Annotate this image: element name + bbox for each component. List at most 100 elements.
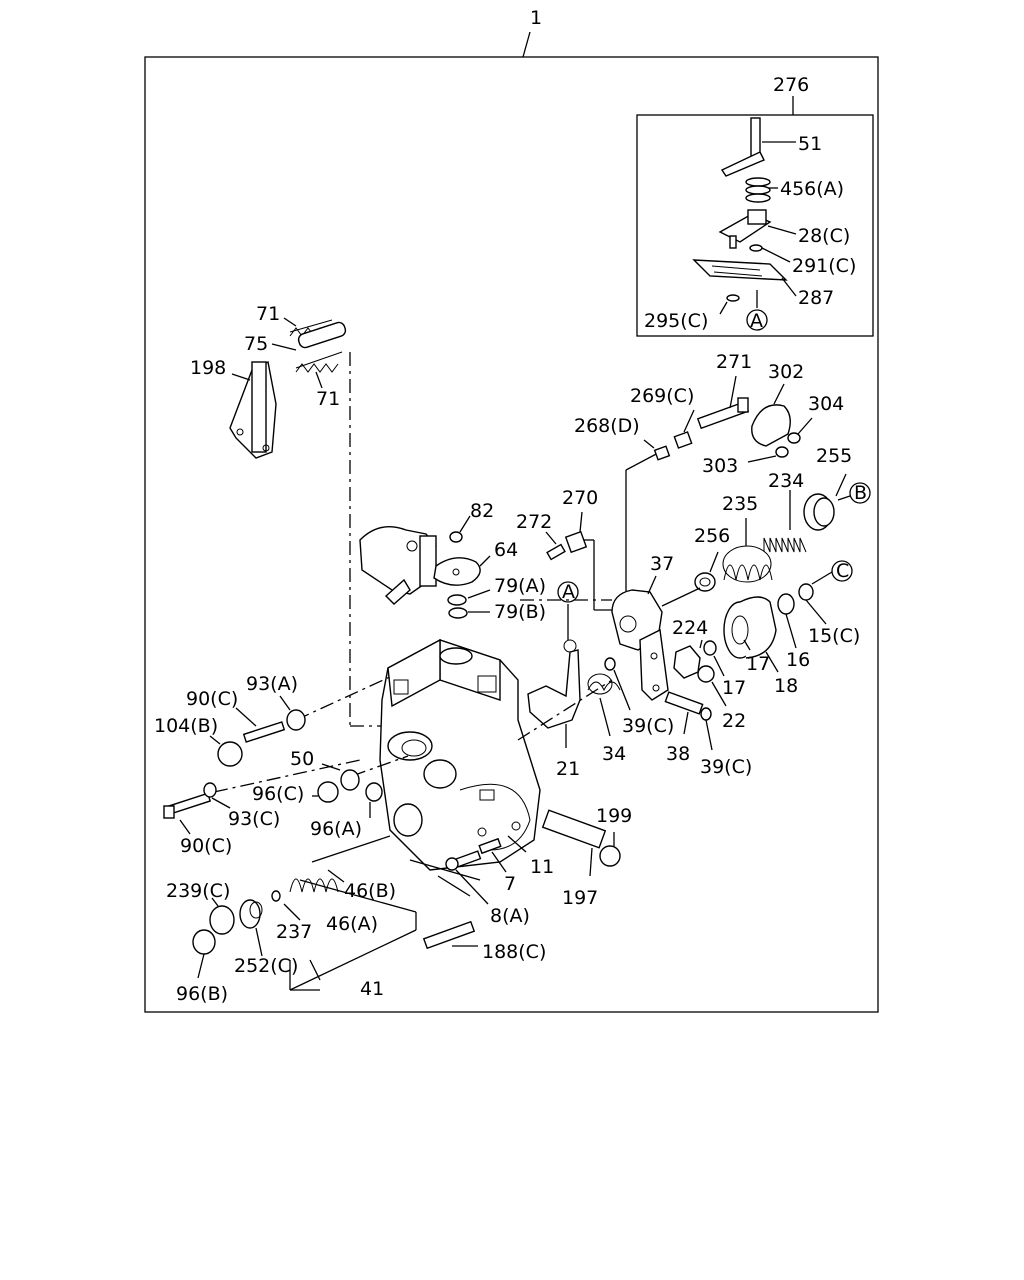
cap-96b: [192, 929, 216, 955]
bolt-8a: [445, 850, 482, 871]
callout-239c: 239(C): [166, 880, 230, 902]
callout-b: B: [854, 482, 867, 504]
lever-assembly: [359, 526, 437, 605]
stud-188c: [422, 920, 476, 950]
inset-plate-287: [692, 259, 788, 281]
callout-96a: 96(A): [310, 818, 362, 840]
callout-93a: 93(A): [246, 673, 298, 695]
callout-198: 198: [190, 357, 226, 379]
callout-28c: 28(C): [798, 225, 850, 247]
plug-96a: [365, 782, 383, 802]
ring-17: [703, 640, 717, 656]
callout-15c: 15(C): [808, 625, 860, 647]
bushing-255: [803, 493, 835, 531]
nut-93a: [286, 709, 306, 731]
plug-239c: [209, 905, 235, 935]
callout-51: 51: [798, 133, 822, 155]
callout-234: 234: [768, 470, 804, 492]
callout-90c-lower: 90(C): [180, 835, 232, 857]
screw-271: [696, 397, 750, 430]
callout-252c: 252(C): [234, 955, 298, 977]
callout-302: 302: [768, 361, 804, 383]
inset-shaft-lever-51: [720, 117, 765, 177]
callout-16: 16: [786, 649, 810, 671]
callout-7: 7: [504, 873, 516, 895]
bracket-21: [527, 639, 581, 729]
reference-marker-b: [849, 482, 871, 504]
assembly-leader: [522, 31, 531, 58]
callout-199: 199: [596, 805, 632, 827]
callout-46a: 46(A): [326, 913, 378, 935]
callout-79a: 79(A): [494, 575, 546, 597]
reference-marker-a-main: [557, 581, 579, 603]
fitting-224: [673, 645, 701, 679]
callout-71-lower: 71: [316, 388, 340, 410]
callout-256: 256: [694, 525, 730, 547]
callout-18: 18: [774, 675, 798, 697]
washer-79a: [447, 594, 467, 606]
callout-41: 41: [360, 978, 384, 1000]
callout-303: 303: [702, 455, 738, 477]
spring-34: [587, 673, 621, 695]
washer-79b: [448, 607, 468, 619]
callout-46b: 46(B): [344, 880, 396, 902]
inset-frame: [636, 114, 874, 337]
callout-22: 22: [722, 710, 746, 732]
inset-lever-28c: [718, 209, 772, 249]
spring-272: [546, 543, 566, 561]
main-frame: [144, 56, 879, 1013]
callout-287: 287: [798, 287, 834, 309]
washer-304: [787, 432, 801, 444]
ring-15c: [798, 583, 814, 601]
collar-22: [697, 665, 715, 683]
plate-64: [433, 557, 481, 586]
callout-38: 38: [666, 743, 690, 765]
callout-a-main: A: [562, 581, 575, 603]
clip-39c-right: [700, 707, 712, 721]
callout-a-inset: A: [750, 310, 763, 332]
callout-50: 50: [290, 748, 314, 770]
plunger-252c: [239, 899, 263, 929]
spring-234: [763, 537, 807, 553]
callout-17-lower: 17: [722, 677, 746, 699]
callout-304: 304: [808, 393, 844, 415]
callout-90c-upper: 90(C): [186, 688, 238, 710]
ring-237: [271, 890, 281, 902]
callout-c: C: [836, 560, 849, 582]
inset-label: 276: [773, 74, 809, 96]
washer-93c: [203, 782, 217, 798]
reference-marker-c: [831, 560, 853, 582]
screw-7: [478, 837, 502, 855]
bolt-90c-upper: [242, 721, 286, 743]
nut-82: [449, 531, 463, 543]
sleeve-270: [564, 530, 588, 554]
inset-washer-291c: [749, 244, 763, 252]
nut-50: [340, 769, 360, 791]
inset-washer-295c: [726, 294, 740, 302]
callout-93c: 93(C): [228, 808, 280, 830]
callout-255: 255: [816, 445, 852, 467]
callout-17-upper: 17: [746, 653, 770, 675]
ring-256: [694, 572, 716, 592]
callout-188c: 188(C): [482, 941, 546, 963]
cap-199: [599, 845, 621, 867]
pin-75: [297, 321, 347, 349]
callout-197: 197: [562, 887, 598, 909]
callout-75: 75: [244, 333, 268, 355]
spring-268d: [653, 445, 671, 461]
nut-269c: [673, 431, 693, 449]
clip-39c-left: [604, 657, 616, 671]
pump-housing: [379, 638, 541, 871]
callout-271: 271: [716, 351, 752, 373]
cap-16: [777, 593, 795, 615]
callout-71-upper: 71: [256, 303, 280, 325]
pin-38: [664, 691, 704, 715]
inset-reference-marker-a: [746, 309, 768, 331]
callout-268d: 268(D): [574, 415, 640, 437]
assembly-label: 1: [530, 7, 542, 29]
callout-224: 224: [672, 617, 708, 639]
callout-79b: 79(B): [494, 601, 546, 623]
callout-34: 34: [602, 743, 626, 765]
callout-11: 11: [530, 856, 554, 878]
